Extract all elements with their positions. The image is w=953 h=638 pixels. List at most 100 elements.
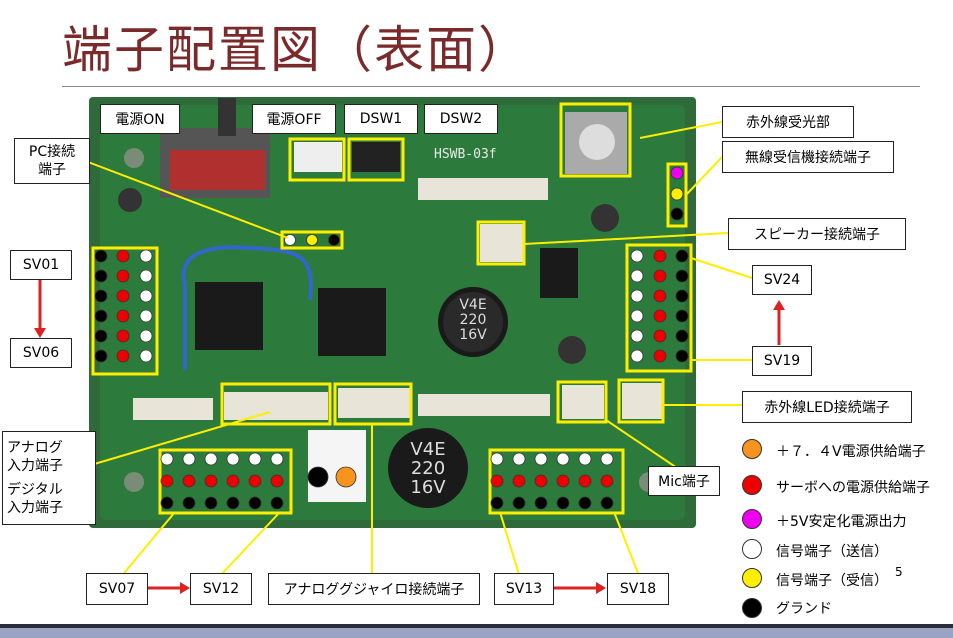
pin-signal	[226, 452, 240, 466]
title-divider	[62, 86, 920, 87]
pin-signal	[630, 249, 644, 263]
mounting-hole	[124, 148, 144, 168]
sv19-label: SV19	[752, 346, 812, 376]
pin-servo-power	[204, 474, 218, 488]
gyro-label: アナロググジャイロ接続端子	[268, 573, 480, 605]
legend-text-signal-rx: 信号端子（受信）	[776, 573, 888, 589]
pin-ground	[512, 496, 526, 510]
capacitor-bottom	[388, 428, 468, 508]
speaker-connector-part	[480, 224, 524, 262]
leader-lines	[73, 121, 753, 579]
legend-text-ground: グランド	[776, 601, 832, 617]
legend-swatch-5v	[742, 509, 762, 529]
pin-ground	[556, 496, 570, 510]
sv07-label: SV07	[86, 573, 148, 605]
pin-servo-power	[653, 329, 667, 343]
ir-led-label: 赤外線LED接続端子	[742, 391, 912, 423]
analog-digital-input-label: アナログ 入力端子 デジタル 入力端子	[2, 431, 96, 525]
connector	[562, 385, 604, 419]
power-on-label: 電源ON	[100, 104, 180, 134]
connector	[133, 398, 213, 420]
legend-swatch-servo-power	[742, 475, 762, 495]
pin-signal	[630, 349, 644, 363]
pin-signal	[204, 452, 218, 466]
pin-ground	[182, 496, 196, 510]
pin-servo-power	[226, 474, 240, 488]
legend-swatch-signal-tx	[742, 539, 762, 559]
pin-signal	[630, 329, 644, 343]
pin-servo-power	[160, 474, 174, 488]
pin-servo-power	[653, 289, 667, 303]
switch-lever	[218, 98, 236, 136]
capacitor-small	[558, 336, 586, 364]
cpu-chip	[195, 282, 263, 350]
pin-signal-rx	[306, 234, 318, 246]
pin-ground	[675, 349, 689, 363]
pin-servo-power	[653, 349, 667, 363]
pin-ground	[94, 269, 108, 283]
red-arrows	[34, 277, 785, 594]
pin-ground	[600, 496, 614, 510]
pin-signal	[139, 289, 153, 303]
pin-ground	[248, 496, 262, 510]
capacitor-small	[591, 204, 619, 232]
pin-signal	[578, 452, 592, 466]
pin-servo-power	[578, 474, 592, 488]
pin-signal	[139, 329, 153, 343]
pin-ground	[670, 207, 684, 221]
pin-signal	[139, 269, 153, 283]
dsw1-label: DSW1	[344, 104, 418, 134]
pin-5v	[670, 166, 684, 180]
pin-signal	[160, 452, 174, 466]
pin-dots	[94, 166, 689, 510]
pin-7v4	[335, 466, 357, 488]
legend-swatch-signal-rx	[742, 568, 762, 588]
sv01-label: SV01	[10, 250, 72, 280]
ir-lens	[579, 124, 615, 160]
sv18-label: SV18	[607, 573, 669, 605]
pin-signal	[556, 452, 570, 466]
mic-label: Mic端子	[648, 466, 720, 496]
pin-ground	[328, 234, 340, 246]
gyro-connector-part	[308, 430, 366, 502]
pin-servo-power	[248, 474, 262, 488]
pin-ground	[675, 289, 689, 303]
pin-servo-power	[653, 249, 667, 263]
pin-servo-power	[534, 474, 548, 488]
pin-servo-power	[116, 269, 130, 283]
pin-ground	[94, 309, 108, 323]
legend-text-signal-tx: 信号端子（送信）	[776, 544, 888, 560]
pin-signal	[512, 452, 526, 466]
callout-boxes	[91, 102, 693, 515]
pin-ground	[204, 496, 218, 510]
legend-text-7v4: ＋７．４V電源供給端子	[776, 444, 926, 460]
pin-signal-rx	[670, 187, 684, 201]
pin-signal	[270, 452, 284, 466]
pin-servo-power	[556, 474, 570, 488]
power-switch-red	[170, 150, 265, 190]
pin-servo-power	[270, 474, 284, 488]
pin-ground	[270, 496, 284, 510]
pin-servo-power	[116, 289, 130, 303]
dsw2-label: DSW2	[424, 104, 498, 134]
pin-signal	[600, 452, 614, 466]
pin-ground	[675, 309, 689, 323]
blue-wire	[181, 245, 313, 370]
footer-bar-accent	[0, 628, 953, 638]
pin-signal	[630, 289, 644, 303]
pin-servo-power	[490, 474, 504, 488]
pin-servo-power	[116, 349, 130, 363]
connector	[338, 388, 410, 418]
pin-signal	[534, 452, 548, 466]
sv12-label: SV12	[190, 573, 252, 605]
regulator	[540, 248, 578, 298]
pin-servo-power	[116, 329, 130, 343]
connector	[224, 392, 328, 420]
pin-ground	[94, 289, 108, 303]
pin-signal	[284, 234, 296, 246]
sv24-label: SV24	[752, 265, 812, 295]
ir-receiver-label: 赤外線受光部	[722, 106, 854, 138]
pin-ground	[534, 496, 548, 510]
